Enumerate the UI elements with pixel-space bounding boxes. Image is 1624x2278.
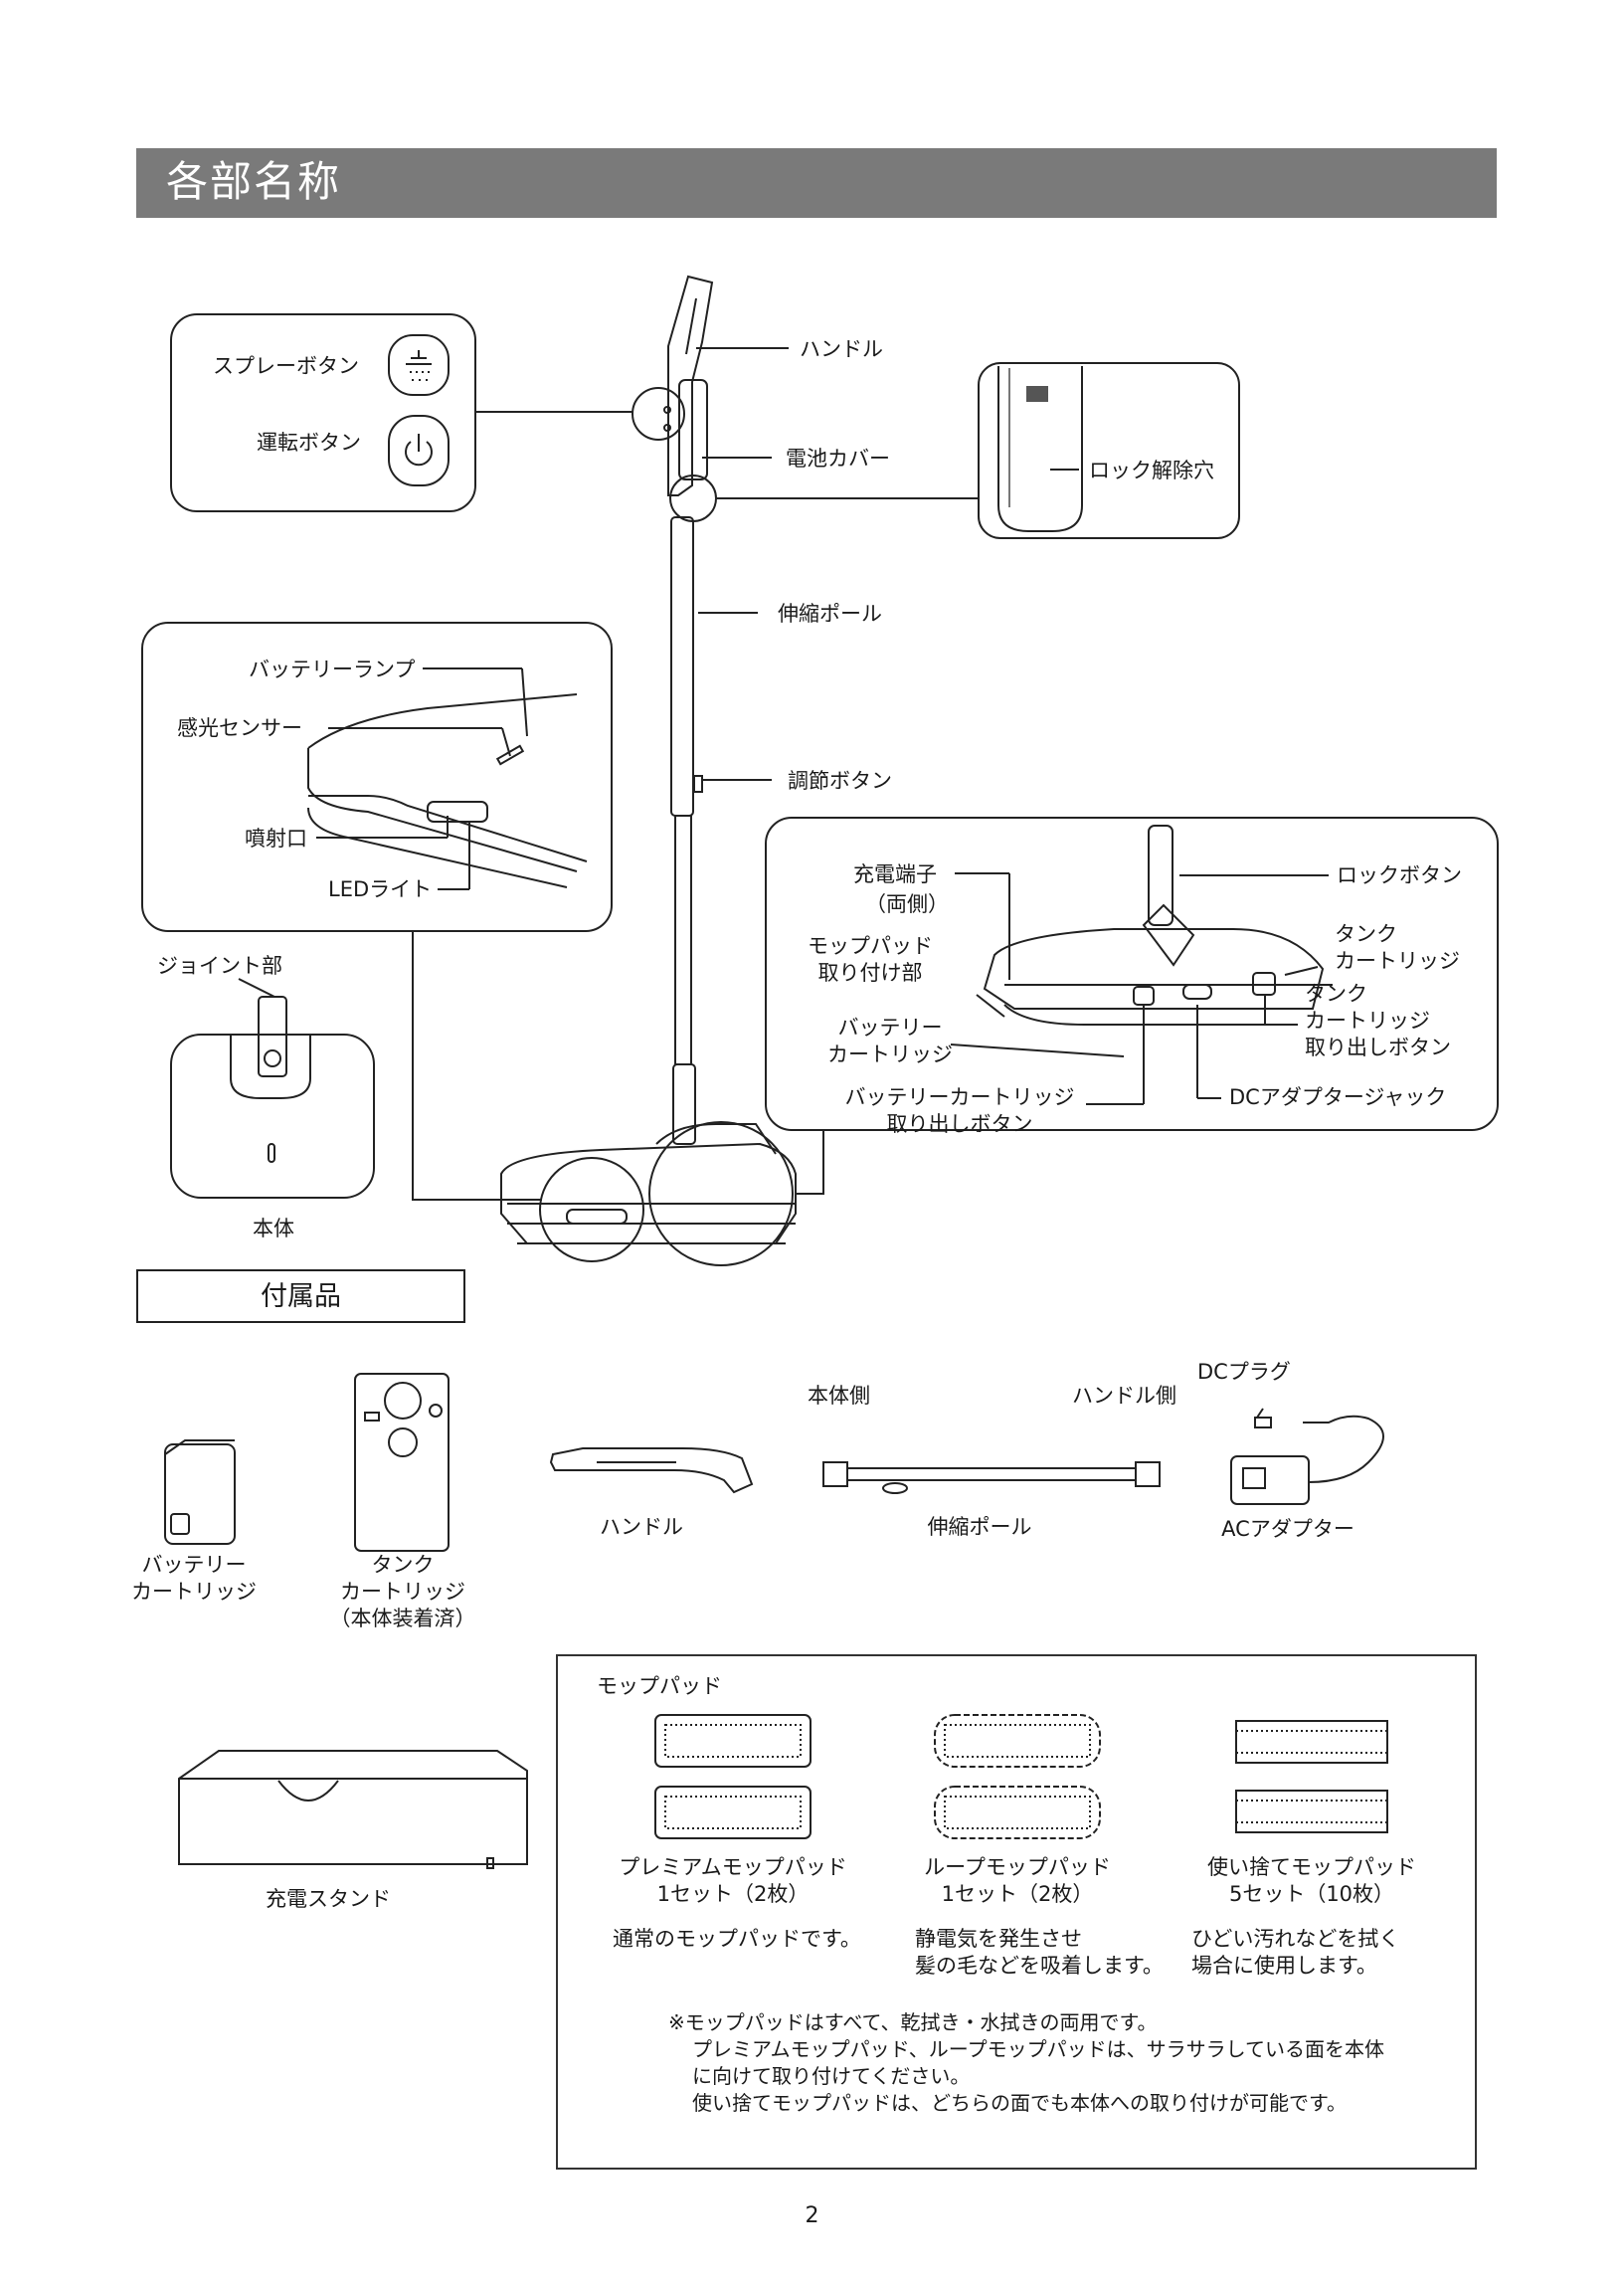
telescopic-pole-drawing <box>670 516 703 1145</box>
spray-icon <box>388 334 450 396</box>
lock-hole-inset-box <box>978 362 1240 539</box>
spray-nozzle-label: 噴射口 <box>245 827 307 851</box>
ac-adapter-drawing <box>1230 1408 1384 1505</box>
loop-mop-pad-desc: 静電気を発生させ髪の毛などを吸着します。 <box>915 1927 1164 1978</box>
mop-handle-drawing <box>663 275 714 496</box>
mop-pad-drawings <box>654 1714 1388 1839</box>
tank-cartridge-drawing <box>354 1373 450 1552</box>
sensor-inset-box <box>141 622 613 932</box>
battery-cartridge-drawing <box>164 1439 236 1545</box>
tank-release-label: タンクカートリッジ取り出しボタン <box>1305 982 1451 1059</box>
adjust-button-label: 調節ボタン <box>788 769 892 793</box>
battery-lamp-label: バッテリーランプ <box>249 658 416 681</box>
buttons-detail-circle <box>632 387 685 441</box>
light-sensor-label: 感光センサー <box>177 716 302 740</box>
ac-adapter-label: ACアダプター <box>1221 1517 1354 1541</box>
section-title: 各部名称 <box>166 157 342 206</box>
base-to-inset-leader <box>796 1130 824 1195</box>
charging-stand-drawing <box>178 1750 528 1869</box>
section-header: 各部名称 <box>136 148 1497 218</box>
page-number: 2 <box>805 2203 819 2228</box>
handle-label: ハンドル <box>800 337 883 361</box>
power-button-label: 運転ボタン <box>257 431 361 455</box>
inset-to-body-leader <box>412 931 542 1201</box>
tank-accessory-label: タンクカートリッジ（本体装着済） <box>329 1553 476 1630</box>
premium-mop-pad-desc: 通常のモップパッドです。 <box>613 1927 861 1951</box>
spray-button-label: スプレーボタン <box>213 354 359 378</box>
base-detail-circle <box>648 1121 794 1266</box>
mop-pads-note: ※モップパッドはすべて、乾拭き・水拭きの両用です。 プレミアムモップパッド、ルー… <box>668 2010 1384 2115</box>
pole-body-side-label: 本体側 <box>808 1384 870 1408</box>
body-top-view <box>170 1034 375 1199</box>
mop-pad-mount-label: モップパッド取り付け部 <box>808 934 933 985</box>
power-icon <box>388 415 450 486</box>
mop-pads-box <box>556 1654 1477 2170</box>
lock-button-label: ロックボタン <box>1337 863 1462 887</box>
mop-base-drawing <box>500 1123 797 1244</box>
battery-cover-label: 電池カバー <box>786 447 890 471</box>
dc-jack-label: DCアダプタージャック <box>1229 1085 1447 1109</box>
led-light-label: LEDライト <box>328 877 433 901</box>
battery-cartridge-label: バッテリーカートリッジ <box>827 1016 953 1066</box>
joint-label: ジョイント部 <box>157 954 282 978</box>
buttons-callout-box <box>170 313 476 512</box>
pole-accessory-drawing <box>822 1461 1161 1494</box>
tank-cartridge-label: タンクカートリッジ <box>1335 922 1460 973</box>
dc-plug-label: DCプラグ <box>1197 1360 1291 1384</box>
accessories-heading: 付属品 <box>261 1281 341 1312</box>
battery-release-label: バッテリーカートリッジ取り出しボタン <box>844 1085 1075 1136</box>
sensor-detail-circle <box>539 1157 644 1262</box>
charging-stand-label: 充電スタンド <box>266 1887 391 1911</box>
disposable-mop-pad-desc: ひどい汚れなどを拭く場合に使用します。 <box>1191 1927 1400 1978</box>
telescopic-pole-label: 伸縮ポール <box>778 602 882 626</box>
charge-terminal-label: 充電端子 <box>853 862 937 886</box>
base-inset-box <box>765 817 1499 1131</box>
pole-handle-side-label: ハンドル側 <box>1072 1384 1176 1408</box>
accessories-heading-box: 付属品 <box>136 1269 465 1323</box>
battery-accessory-label: バッテリーカートリッジ <box>131 1553 257 1604</box>
mop-pads-title: モップパッド <box>597 1674 722 1698</box>
handle-accessory-label: ハンドル <box>600 1515 683 1539</box>
pole-accessory-label: 伸縮ポール <box>927 1515 1032 1539</box>
charge-terminal-note: （両側） <box>865 892 949 916</box>
body-label: 本体 <box>253 1217 294 1240</box>
lock-release-hole-label: ロック解除穴 <box>1089 459 1214 482</box>
handle-accessory-drawing <box>549 1447 754 1494</box>
